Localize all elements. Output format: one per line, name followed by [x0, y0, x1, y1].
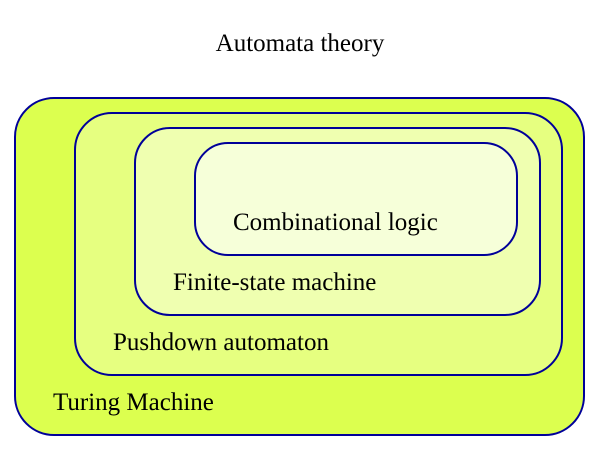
turing-machine-label: Turing Machine	[53, 389, 214, 416]
pushdown-automaton-label: Pushdown automaton	[113, 329, 329, 356]
combinational-logic-region	[194, 142, 518, 256]
finite-state-machine-label: Finite-state machine	[173, 269, 377, 296]
combinational-logic-label: Combinational logic	[233, 209, 438, 236]
diagram-title: Automata theory	[215, 30, 385, 57]
